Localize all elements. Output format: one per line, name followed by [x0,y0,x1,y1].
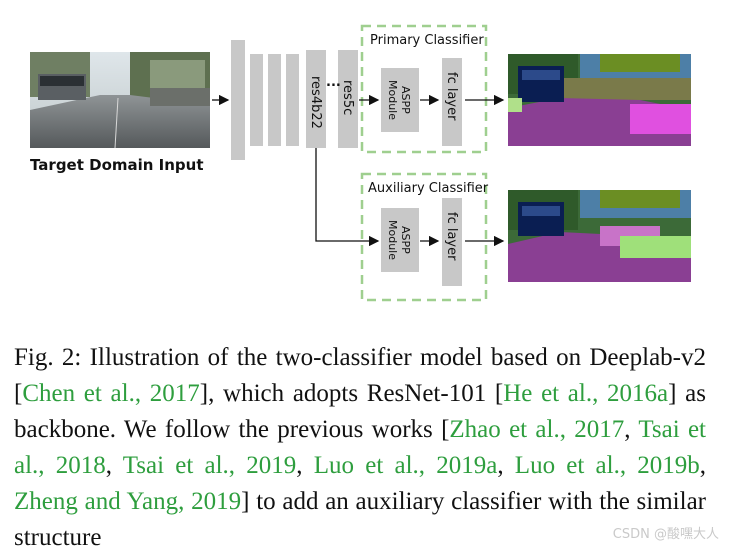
figure-caption: Fig. 2: Illustration of the two-classifi… [14,340,706,556]
auxiliary-aspp-module [381,208,419,272]
res5c-block [338,50,358,148]
primary-aspp-line1: ASPP [399,86,412,114]
primary-segmentation-output [508,54,691,146]
caption-text: ], which adopts ResNet-101 [ [199,380,504,407]
res4b22-label: res4b22 [308,76,323,129]
auxiliary-segmentation-output [508,190,691,282]
caption-text: , [699,452,707,479]
backbone-block [268,54,281,146]
caption-text: ] to add an auxiliary classifier with th… [14,488,706,551]
caption-text: , [105,452,123,479]
citation-link[interactable]: Chen et al., 2017 [22,380,200,407]
citation-link[interactable]: Tsai et al., 2019 [122,452,297,479]
target-domain-input-image [30,52,210,149]
architecture-diagram: Target Domain Input res4b22 res5c ... Pr… [30,24,691,302]
caption-text: , [296,452,314,479]
backbone-block [250,54,263,146]
res4b22-block [306,50,326,148]
watermark: CSDN @酸嘿大人 [612,527,719,542]
auxiliary-fc-layer [442,198,462,286]
auxiliary-aspp-line2: Module [386,220,399,260]
primary-fc-label: fc layer [444,72,459,121]
ellipsis: ... [326,75,341,90]
citation-link[interactable]: Tsai et al., 2018 [14,416,706,479]
caption-text: ] as backbone. We follow the previous wo… [14,380,706,443]
primary-classifier-title: Primary Classifier [370,33,484,48]
backbone [231,40,358,160]
backbone-block [286,54,299,146]
citation-link[interactable]: Zheng and Yang, 2019 [14,488,242,515]
auxiliary-aspp-line1: ASPP [399,226,412,254]
primary-classifier-box [360,24,488,154]
arrow-res4b22-to-aux-aspp [315,148,380,247]
res5c-label: res5c [340,80,355,115]
primary-fc-layer [442,58,462,146]
citation-link[interactable]: Luo et al., 2019b [514,452,700,479]
auxiliary-fc-label: fc layer [444,212,459,261]
primary-aspp-line2: Module [386,80,399,120]
caption-text: Fig. 2: Illustration of the two-classifi… [14,344,706,407]
caption-text: , [497,452,515,479]
auxiliary-classifier-box [360,172,488,302]
primary-aspp-module [381,68,419,132]
input-label: Target Domain Input [30,156,204,174]
citation-link[interactable]: Luo et al., 2019a [313,452,498,479]
caption-text: , [624,416,639,443]
auxiliary-classifier-title: Auxiliary Classifier [368,181,489,196]
citation-link[interactable]: Zhao et al., 2017 [449,416,625,443]
backbone-block [231,40,245,160]
citation-link[interactable]: He et al., 2016a [503,380,669,407]
